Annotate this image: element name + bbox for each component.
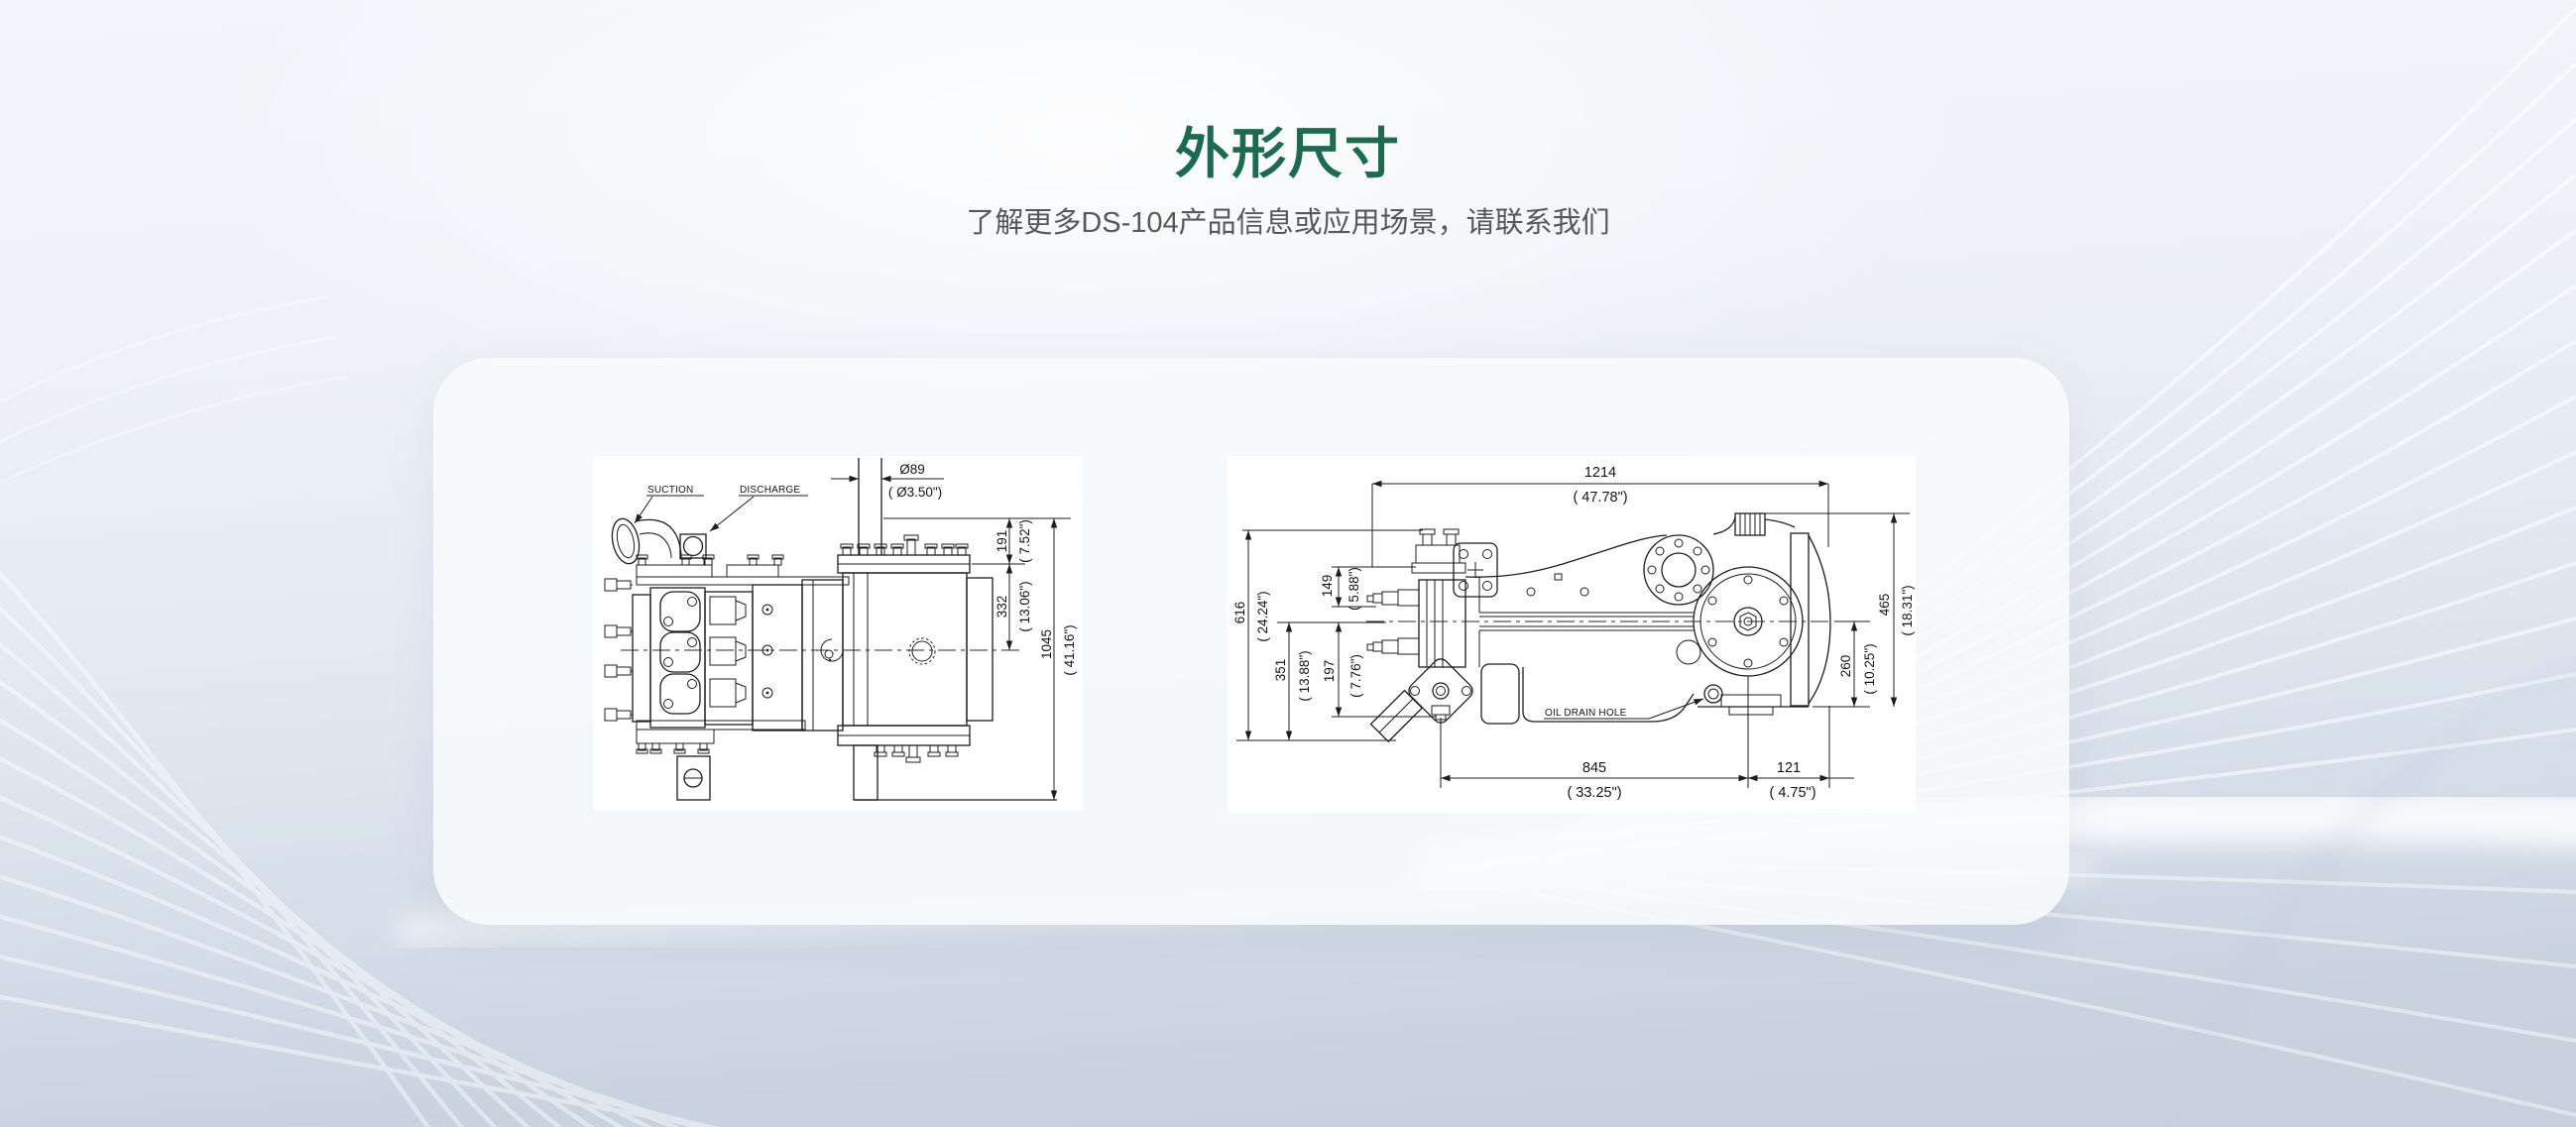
page-title: 外形尺寸 bbox=[1174, 123, 1401, 184]
dim-351-in: ( 13.88") bbox=[1297, 650, 1312, 701]
dim-121-in: ( 4.75") bbox=[1769, 785, 1815, 801]
dim-shaft-mm: Ø89 bbox=[899, 462, 925, 477]
tie-rods bbox=[1478, 577, 1694, 667]
dim-616-in: ( 24.24") bbox=[1255, 591, 1270, 641]
suction-stubs bbox=[1366, 589, 1420, 655]
dim-616-mm: 616 bbox=[1232, 602, 1247, 624]
dimensions-card: SUCTION DISCHARGE bbox=[433, 358, 2069, 925]
dim-1045-mm: 1045 bbox=[1039, 629, 1054, 659]
dim-332-mm: 332 bbox=[995, 596, 1009, 619]
crankcase-top-bolts bbox=[840, 534, 969, 556]
dim-465-mm: 465 bbox=[1877, 594, 1892, 617]
dim-332-in: ( 13.06") bbox=[1017, 581, 1032, 631]
dim-260-mm: 260 bbox=[1838, 655, 1853, 678]
dim-191-in: ( 7.52") bbox=[1017, 519, 1032, 563]
front-view-drawing: SUCTION DISCHARGE bbox=[593, 456, 1083, 811]
discharge-label: DISCHARGE bbox=[740, 485, 800, 496]
breather-cap bbox=[1734, 512, 1766, 536]
dim-197-in: ( 7.76") bbox=[1348, 654, 1363, 698]
bottom-flange-bolts bbox=[636, 742, 710, 754]
crankcase-bottom-bolts bbox=[874, 744, 959, 763]
suction-elbow-45 bbox=[1369, 658, 1473, 743]
bearing-flange bbox=[1643, 534, 1714, 606]
dim-845-in: ( 33.25") bbox=[1567, 785, 1621, 801]
stuffing-box-block bbox=[704, 591, 754, 726]
front-view-svg: SUCTION DISCHARGE bbox=[604, 458, 1077, 801]
dim-121-mm: 121 bbox=[1777, 760, 1801, 776]
side-view-drawing: 1214 ( 47.78") bbox=[1228, 456, 1916, 813]
dim-1214-in: ( 47.78") bbox=[1573, 490, 1627, 506]
suction-label: SUCTION bbox=[647, 485, 693, 496]
oil-drain-label: OIL DRAIN HOLE bbox=[1545, 708, 1627, 719]
dim-191-mm: 191 bbox=[995, 530, 1009, 553]
dim-1214-mm: 1214 bbox=[1584, 465, 1616, 481]
dim-845-mm: 845 bbox=[1582, 760, 1606, 776]
section-header: 外形尺寸 了解更多DS-104产品信息或应用场景，请联系我们 bbox=[0, 125, 2576, 240]
discharge-clamp bbox=[1411, 528, 1466, 574]
dim-197-mm: 197 bbox=[1322, 660, 1337, 683]
side-view-svg: 1214 ( 47.78") bbox=[1232, 465, 1915, 801]
dim-149-mm: 149 bbox=[1320, 575, 1335, 598]
dim-351-mm: 351 bbox=[1273, 659, 1288, 682]
dim-1045-in: ( 41.16") bbox=[1062, 624, 1077, 675]
page-subtitle: 了解更多DS-104产品信息或应用场景，请联系我们 bbox=[966, 207, 1610, 239]
dim-shaft-in: ( Ø3.50") bbox=[888, 485, 942, 500]
suction-studs bbox=[604, 578, 633, 722]
flange-bolts bbox=[636, 554, 784, 566]
dim-149-in: ( 5.88") bbox=[1347, 567, 1361, 611]
dim-465-in: ( 18.31") bbox=[1900, 585, 1915, 635]
dim-260-in: ( 10.25") bbox=[1862, 643, 1877, 694]
valve-covers bbox=[659, 591, 701, 715]
discharge-flange bbox=[1453, 542, 1498, 598]
